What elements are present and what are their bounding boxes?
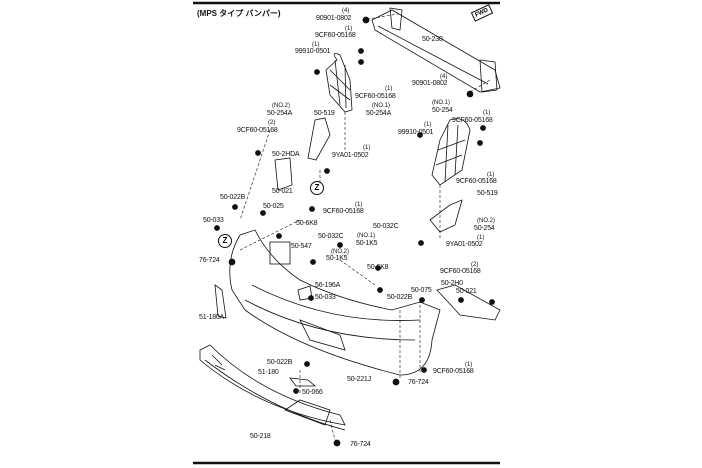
part-label[interactable]: 50-033: [315, 294, 336, 301]
part-label[interactable]: 50-254A: [267, 110, 293, 117]
part-label[interactable]: 50-230: [422, 36, 443, 43]
part-qty: (1): [345, 26, 353, 32]
part-51-180A: [214, 284, 227, 319]
part-qty: (1): [465, 362, 473, 368]
part-label[interactable]: 9CF60-05168: [355, 93, 396, 100]
part-label[interactable]: 50-032C: [373, 223, 399, 230]
part-label[interactable]: 50-022B: [387, 294, 413, 301]
part-label[interactable]: 50-218: [250, 433, 271, 440]
part-label[interactable]: 50-075: [411, 287, 432, 294]
part-label[interactable]: 56-196A: [315, 282, 341, 289]
part-label[interactable]: 50-2HDA: [272, 151, 300, 158]
part-label[interactable]: 9CF60-05168: [315, 32, 356, 39]
bracket-50-254: [431, 118, 471, 186]
guide-lines: [239, 13, 491, 441]
part-label[interactable]: 50-254: [432, 107, 453, 114]
part-label[interactable]: 50-519: [477, 190, 498, 197]
bumper-reinforcement: [371, 7, 501, 93]
part-label[interactable]: 50-1K5: [356, 240, 378, 247]
part-label[interactable]: 50-2H0: [441, 280, 463, 287]
part-label[interactable]: 50-021: [456, 288, 477, 295]
part-qty: (NO.2): [477, 218, 495, 224]
lower-grille: [199, 344, 346, 431]
part-qty: (1): [483, 110, 491, 116]
part-label[interactable]: 50-6K8: [367, 264, 389, 271]
part-51-180: [289, 377, 317, 387]
part-label[interactable]: 9CF60-05168: [323, 208, 364, 215]
fasteners: [214, 16, 495, 447]
part-qty: (1): [424, 122, 432, 128]
part-label[interactable]: 9YA01-0502: [332, 152, 369, 159]
part-qty: (4): [440, 74, 448, 80]
part-label[interactable]: 50-254A: [366, 110, 392, 117]
part-label[interactable]: 50-519: [314, 110, 335, 117]
part-label[interactable]: 50-021: [272, 188, 293, 195]
part-qty: (1): [487, 172, 495, 178]
part-label[interactable]: 50-022B: [267, 359, 293, 366]
part-label[interactable]: 50-033: [203, 217, 224, 224]
part-label[interactable]: 50-032C: [318, 233, 344, 240]
part-qty: (1): [355, 202, 363, 208]
part-label[interactable]: 9YA01-0502: [446, 241, 483, 248]
part-label[interactable]: 76-724: [408, 379, 429, 386]
part-qty: (NO.2): [272, 103, 290, 109]
part-label[interactable]: 50-1K5: [326, 255, 348, 262]
part-label[interactable]: 50-6K8: [296, 220, 318, 227]
part-label[interactable]: 99910-0501: [295, 48, 331, 55]
part-qty: (2): [471, 262, 479, 268]
bracket-50-254-no2: [429, 199, 463, 233]
part-qty: (1): [363, 145, 371, 151]
part-label[interactable]: 50-025: [263, 203, 284, 210]
part-qty: (NO.1): [432, 100, 450, 106]
part-label[interactable]: 50-022B: [220, 194, 246, 201]
reference-circle-z: Z: [310, 181, 324, 195]
part-qty: (4): [342, 8, 350, 14]
part-label[interactable]: 9CF60-05168: [440, 268, 481, 275]
part-qty: (2): [268, 120, 276, 126]
part-label[interactable]: 50-066: [302, 389, 323, 396]
bracket-50-2H0: [436, 284, 501, 321]
bracket-50-254A-no2: [307, 117, 331, 161]
part-label[interactable]: 51-180A: [199, 314, 225, 321]
part-qty: (NO.1): [357, 233, 375, 239]
bracket-50-2HDA: [274, 157, 293, 191]
part-qty: (1): [477, 235, 485, 241]
part-label[interactable]: 9CF60-05168: [456, 178, 497, 185]
part-label[interactable]: 9CF60-05168: [237, 127, 278, 134]
part-qty: (1): [385, 86, 393, 92]
part-label[interactable]: 76-724: [350, 441, 371, 448]
part-qty: (NO.2): [331, 249, 349, 255]
part-label[interactable]: 51-180: [258, 369, 279, 376]
part-label[interactable]: 99910-0501: [398, 129, 434, 136]
bracket-50-254A: [325, 52, 353, 113]
part-label[interactable]: 90901-0802: [412, 80, 448, 87]
part-label[interactable]: 9CF60-05168: [452, 117, 493, 124]
part-label[interactable]: 50-547: [291, 243, 312, 250]
part-label[interactable]: 50-221J: [347, 376, 371, 383]
part-label[interactable]: 9CF60-05168: [433, 368, 474, 375]
diagram-title: (MPS タイプ バンパー): [197, 9, 281, 18]
part-qty: (NO.1): [372, 103, 390, 109]
reference-circle-z: Z: [218, 234, 232, 248]
part-label[interactable]: 90901-0802: [316, 15, 352, 22]
part-qty: (1): [312, 42, 320, 48]
part-label[interactable]: 50-254: [474, 225, 495, 232]
part-label[interactable]: 76-724: [199, 257, 220, 264]
